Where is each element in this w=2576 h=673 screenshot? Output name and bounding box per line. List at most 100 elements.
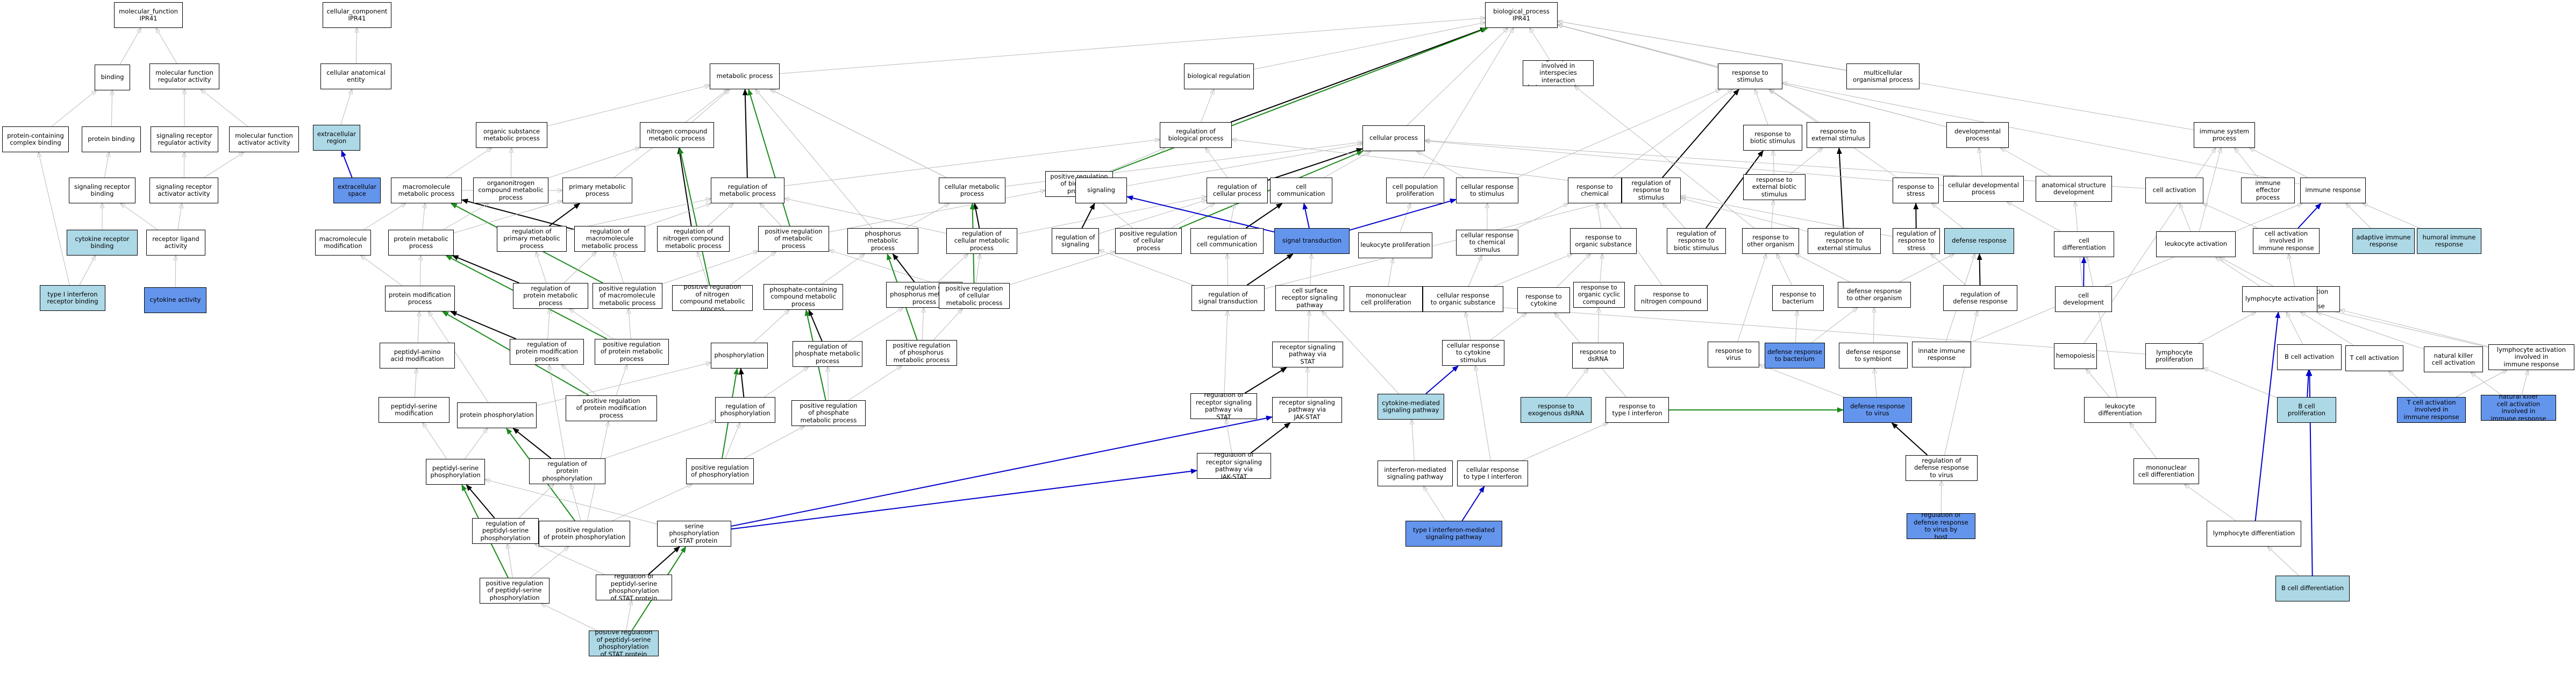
go-term-node[interactable]: signaling xyxy=(1075,178,1127,203)
go-term-node[interactable]: leukocyte differentiation xyxy=(2084,397,2156,423)
go-term-node[interactable]: response to stress xyxy=(1893,178,1939,203)
go-term-node[interactable]: lymphocyte proliferation xyxy=(2145,343,2203,369)
go-term-node[interactable]: regulation of protein modification proce… xyxy=(510,339,584,365)
go-term-node[interactable]: regulation of phosphorylation xyxy=(715,397,775,423)
go-term-node[interactable]: signal transduction xyxy=(1274,228,1350,254)
go-term-node[interactable]: protein modification process xyxy=(385,286,455,311)
go-term-node[interactable]: positive regulation of phosphorylation xyxy=(686,458,754,484)
go-term-node[interactable]: B cell activation xyxy=(2277,344,2342,370)
go-term-node[interactable]: defense response to symbiont xyxy=(1839,343,1908,369)
go-term-node[interactable]: molecular function regulator activity xyxy=(149,63,219,89)
go-term-node[interactable]: response to dsRNA xyxy=(1572,343,1624,369)
go-term-node[interactable]: regulation of biological process xyxy=(1160,122,1232,148)
go-term-node[interactable]: immune response xyxy=(2300,178,2366,203)
go-term-node[interactable]: regulation of defense response to virus xyxy=(1906,455,1978,481)
go-term-node[interactable]: response to stimulus xyxy=(1718,63,1782,89)
go-term-node[interactable]: positive regulation of phosphate metabol… xyxy=(791,400,866,426)
go-term-node[interactable]: cell activation xyxy=(2145,178,2203,203)
go-term-node[interactable]: response to bacterium xyxy=(1772,285,1824,311)
go-term-node[interactable]: mononuclear cell differentiation xyxy=(2133,458,2199,484)
go-term-node[interactable]: regulation of primary metabolic process xyxy=(497,226,567,252)
go-term-node[interactable]: peptidyl-amino acid modification xyxy=(380,343,455,369)
go-term-node[interactable]: lymphocyte differentiation xyxy=(2207,521,2301,547)
go-term-node[interactable]: natural killer cell activation involved … xyxy=(2481,395,2556,421)
go-term-node[interactable]: regulation of response to stimulus xyxy=(1622,178,1681,203)
go-term-node[interactable]: regulation of protein phosphorylation xyxy=(529,458,605,484)
go-term-node[interactable]: response to cytokine xyxy=(1517,287,1570,313)
go-term-node[interactable]: regulation of metabolic process xyxy=(711,178,784,203)
go-term-node[interactable]: cell communication xyxy=(1270,178,1332,203)
go-term-node[interactable]: immune system process xyxy=(2194,122,2255,148)
go-term-node[interactable]: mononuclear cell proliferation xyxy=(1350,286,1423,312)
go-term-node[interactable]: organonitrogen compound metabolic proces… xyxy=(473,178,548,203)
go-term-node[interactable]: adaptive immune response xyxy=(2352,228,2415,254)
go-term-node[interactable]: regulation of cell communication xyxy=(1190,228,1264,254)
go-term-node[interactable]: response to external stimulus xyxy=(1807,122,1870,148)
go-term-node[interactable]: regulation of signaling xyxy=(1052,228,1099,254)
go-term-node[interactable]: regulation of nitrogen compound metaboli… xyxy=(657,226,730,252)
go-term-node[interactable]: positive regulation of nitrogen compound… xyxy=(672,285,753,311)
go-term-node[interactable]: defense response to virus xyxy=(1843,397,1912,423)
go-term-node[interactable]: response to external biotic stimulus xyxy=(1743,174,1806,200)
go-term-node[interactable]: nitrogen compound metabolic process xyxy=(640,122,714,148)
go-term-node[interactable]: type I interferon receptor binding xyxy=(40,285,105,311)
go-term-node[interactable]: cell differentiation xyxy=(2054,231,2114,257)
go-term-node[interactable]: serine phosphorylation of STAT protein xyxy=(657,521,731,547)
go-term-node[interactable]: phosphorus metabolic process xyxy=(847,228,918,254)
go-term-node[interactable]: positive regulation of peptidyl-serine p… xyxy=(589,631,659,656)
go-term-node[interactable]: molecular_function IPR41 xyxy=(114,2,183,28)
go-term-node[interactable]: receptor signaling pathway via STAT xyxy=(1272,342,1343,367)
go-term-node[interactable]: anatomical structure development xyxy=(2036,176,2112,202)
go-term-node[interactable]: response to chemical xyxy=(1568,178,1622,203)
go-term-node[interactable]: cellular response to cytokine stimulus xyxy=(1442,340,1504,366)
go-term-node[interactable]: positive regulation of cellular process xyxy=(1115,228,1182,254)
go-term-node[interactable]: response to other organism xyxy=(1742,228,1799,254)
go-term-node[interactable]: binding xyxy=(95,65,130,90)
go-term-node[interactable]: protein phosphorylation xyxy=(457,402,537,428)
go-term-node[interactable]: positive regulation of protein metabolic… xyxy=(595,339,669,365)
go-term-node[interactable]: regulation of protein metabolic process xyxy=(513,283,588,309)
go-term-node[interactable]: organic substance metabolic process xyxy=(476,122,547,148)
go-term-node[interactable]: positive regulation of macromolecule met… xyxy=(593,283,662,309)
go-term-node[interactable]: cell population proliferation xyxy=(1386,178,1444,203)
go-term-node[interactable]: positive regulation of cellular metaboli… xyxy=(939,283,1010,309)
go-term-node[interactable]: signaling receptor binding xyxy=(69,178,135,203)
go-term-node[interactable]: cell surface receptor signaling pathway xyxy=(1275,285,1344,311)
go-term-node[interactable]: biological_process IPR41 xyxy=(1485,2,1558,28)
go-term-node[interactable]: interferon-mediated signaling pathway xyxy=(1378,461,1453,486)
go-term-node[interactable]: cellular developmental process xyxy=(1943,176,2024,202)
go-term-node[interactable]: regulation of phosphate metabolic proces… xyxy=(793,341,862,367)
go-term-node[interactable]: biological process involved in interspec… xyxy=(1523,60,1594,86)
go-term-node[interactable]: defense response to other organism xyxy=(1838,282,1911,308)
go-term-node[interactable]: extracellular space xyxy=(333,178,381,203)
go-term-node[interactable]: positive regulation of peptidyl-serine p… xyxy=(480,578,550,604)
go-term-node[interactable]: cellular response to organic substance xyxy=(1423,286,1503,312)
go-term-node[interactable]: regulation of defense response to virus … xyxy=(1907,513,1975,539)
go-term-node[interactable]: leukocyte activation xyxy=(2156,231,2236,257)
go-term-node[interactable]: positive regulation of protein modificat… xyxy=(566,395,657,421)
go-term-node[interactable]: cellular_component IPR41 xyxy=(323,2,391,28)
go-term-node[interactable]: protein binding xyxy=(82,126,141,152)
go-term-node[interactable]: biological regulation xyxy=(1184,63,1254,89)
go-term-node[interactable]: cellular response to stimulus xyxy=(1456,178,1518,203)
go-term-node[interactable]: response to virus xyxy=(1708,342,1759,367)
go-term-node[interactable]: regulation of defense response xyxy=(1943,285,2017,311)
go-term-node[interactable]: positive regulation of phosphorus metabo… xyxy=(886,340,957,366)
go-term-node[interactable]: regulation of peptidyl-serine phosphoryl… xyxy=(596,575,672,600)
go-term-node[interactable]: receptor signaling pathway via JAK-STAT xyxy=(1272,397,1342,423)
go-term-node[interactable]: response to nitrogen compound xyxy=(1635,285,1708,311)
go-term-node[interactable]: type I interferon-mediated signaling pat… xyxy=(1405,521,1502,547)
go-term-node[interactable]: signaling receptor regulator activity xyxy=(151,126,218,152)
go-term-node[interactable]: natural killer cell activation xyxy=(2424,346,2483,372)
go-term-node[interactable]: leukocyte proliferation xyxy=(1358,232,1432,258)
go-term-node[interactable]: regulation of macromolecule metabolic pr… xyxy=(574,226,645,252)
go-term-node[interactable]: cellular response to type I interferon xyxy=(1457,461,1528,486)
go-term-node[interactable]: regulation of receptor signaling pathway… xyxy=(1197,453,1271,479)
go-term-node[interactable]: cellular metabolic process xyxy=(939,178,1005,203)
go-term-node[interactable]: cell development xyxy=(2055,286,2112,312)
go-term-node[interactable]: protein-containing complex binding xyxy=(2,126,69,152)
go-term-node[interactable]: regulation of receptor signaling pathway… xyxy=(1190,393,1257,419)
go-term-node[interactable]: regulation of response to external stimu… xyxy=(1808,228,1881,254)
go-term-node[interactable]: defense response xyxy=(1944,228,2014,254)
go-term-node[interactable]: peptidyl-serine modification xyxy=(379,397,449,423)
